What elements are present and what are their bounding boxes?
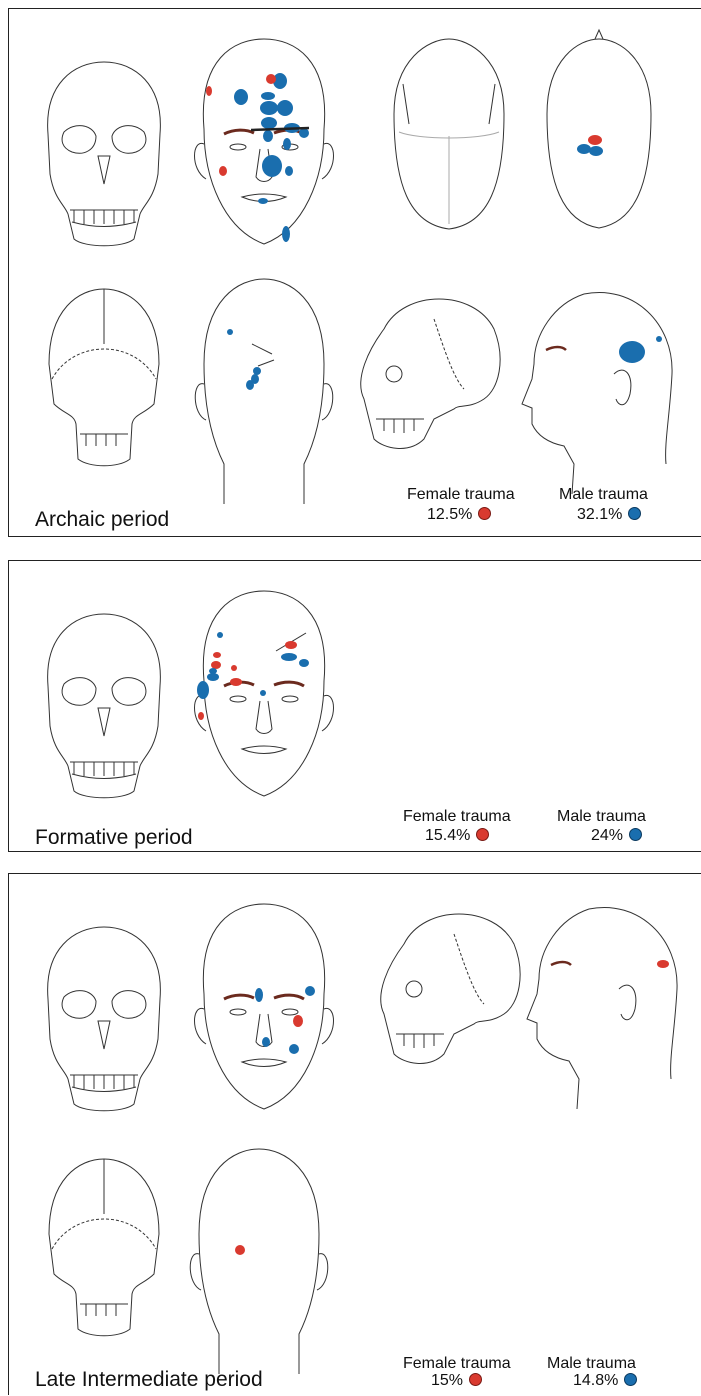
male-legend-dot [628,507,641,520]
male-trauma-marker [261,117,277,129]
skull-front-view [48,62,161,246]
late-side-trauma-markers [657,960,669,968]
skull-side-view [381,914,520,1063]
female-trauma-marker [235,1245,245,1255]
archaic-back-trauma-markers [227,329,261,390]
face-front-view [195,904,334,1109]
male-trauma-marker [577,144,591,154]
female-trauma-value: 12.5% [427,506,491,524]
female-trauma-marker [198,712,204,720]
male-trauma-marker [258,198,268,204]
female-trauma-label: Female trauma [407,486,515,504]
late-back-trauma-markers [235,1245,245,1255]
male-trauma-marker [246,380,254,390]
female-legend-dot [478,507,491,520]
head-top-view [547,30,651,228]
male-trauma-marker [281,653,297,661]
male-trauma-marker [217,632,223,638]
female-trauma-marker [206,86,212,96]
period-title: Formative period [35,826,193,850]
female-trauma-value: 15.4% [425,827,489,845]
male-trauma-marker [305,986,315,996]
female-trauma-label: Female trauma [403,1355,511,1373]
period-title: Late Intermediate period [35,1368,263,1392]
male-trauma-marker [262,155,282,177]
male-trauma-marker [255,988,263,1002]
male-trauma-marker [260,690,266,696]
female-trauma-marker [219,166,227,176]
skull-front-view [48,614,161,798]
male-legend-dot [624,1373,637,1386]
female-trauma-marker [266,74,276,84]
male-trauma-label: Male trauma [559,486,648,504]
archaic-top-trauma-markers [577,135,603,156]
late-intermediate-panel: Late Intermediate period Female trauma 1… [8,873,701,1395]
skull-back-view [49,289,159,466]
male-trauma-marker [299,659,309,667]
head-side-view [522,292,672,494]
male-trauma-label: Male trauma [557,808,646,826]
male-trauma-marker [282,226,290,242]
female-trauma-marker [285,641,297,649]
female-trauma-value: 15% [431,1372,482,1390]
male-trauma-marker [619,341,645,363]
male-trauma-marker [253,367,261,375]
female-trauma-marker [293,1015,303,1027]
female-trauma-marker [588,135,602,145]
head-side-view [527,907,677,1109]
male-trauma-marker [227,329,233,335]
male-legend-dot [629,828,642,841]
female-legend-dot [469,1373,482,1386]
male-trauma-marker [277,100,293,116]
female-trauma-label: Female trauma [403,808,511,826]
skull-front-view [48,927,161,1111]
male-trauma-value: 14.8% [573,1372,637,1390]
head-back-view [195,279,333,504]
male-trauma-marker [261,92,275,100]
archaic-panel: Archaic period Female trauma 12.5% Male … [8,8,701,537]
male-trauma-value: 32.1% [577,506,641,524]
male-trauma-marker [260,101,278,115]
male-trauma-marker [283,138,291,150]
male-trauma-marker [656,336,662,342]
archaic-face-trauma-markers [206,73,309,242]
formative-panel: Formative period Female trauma 15.4% Mal… [8,560,701,852]
male-trauma-marker [234,89,248,105]
skull-back-view [49,1159,159,1336]
male-trauma-marker [262,1037,270,1047]
male-trauma-marker [289,1044,299,1054]
late-intermediate-illustrations [9,874,701,1396]
female-legend-dot [476,828,489,841]
male-trauma-marker [589,146,603,156]
period-title: Archaic period [35,508,169,532]
archaic-side-trauma-markers [619,336,662,363]
skull-top-view [394,39,504,229]
female-trauma-marker [231,665,237,671]
male-trauma-label: Male trauma [547,1355,636,1373]
face-front-view [195,39,334,244]
male-trauma-marker [285,166,293,176]
female-trauma-marker [213,652,221,658]
male-trauma-marker [197,681,209,699]
male-trauma-marker [207,673,219,681]
male-trauma-value: 24% [591,827,642,845]
head-back-view [190,1149,328,1374]
male-trauma-marker [263,130,273,142]
formative-face-trauma-markers [197,632,309,720]
female-trauma-marker [230,678,242,686]
female-trauma-marker [211,661,221,669]
skull-side-view [361,299,500,448]
female-trauma-marker [657,960,669,968]
archaic-illustrations [9,9,701,538]
